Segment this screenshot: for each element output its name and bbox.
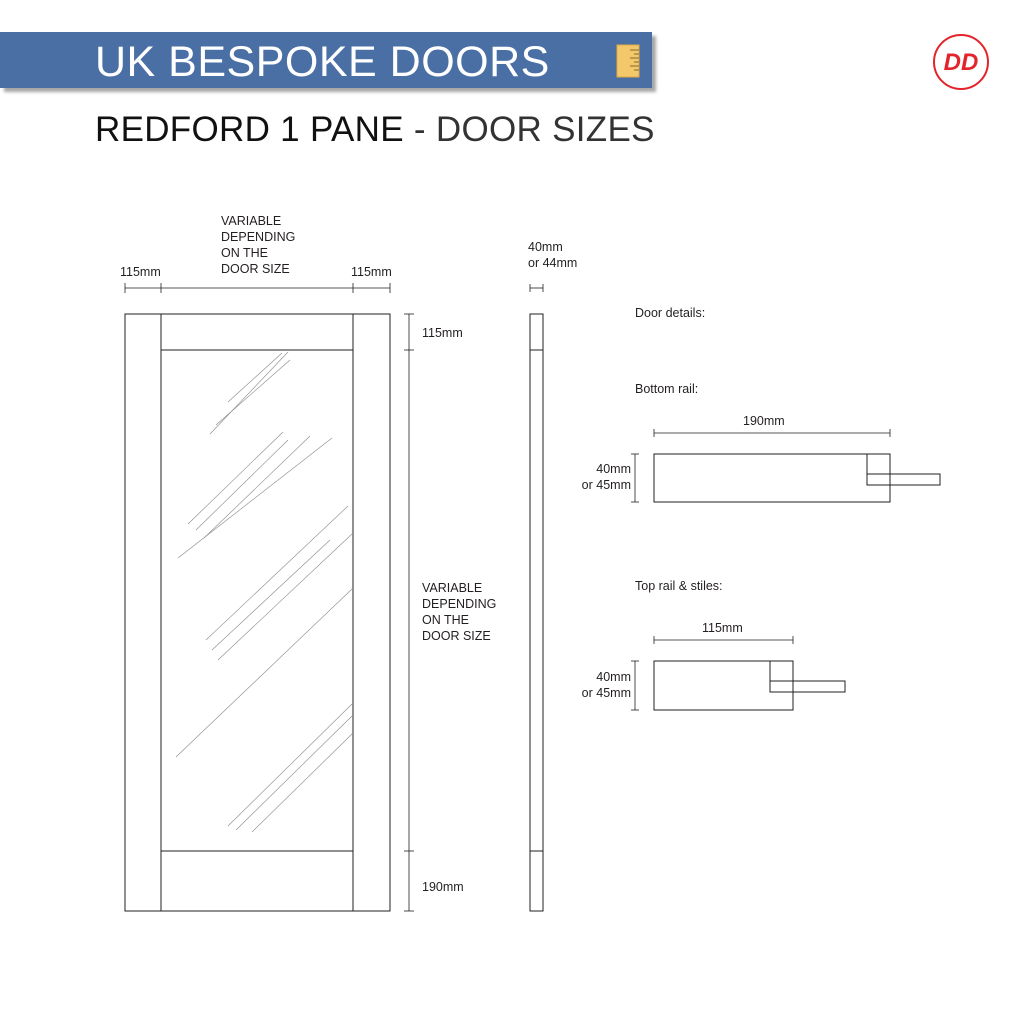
right-stile-label: 115mm [351,265,392,279]
glass-reflection [175,351,353,833]
top-rail-thickness-label: 40mm or 45mm [581,670,631,700]
bottom-rail-title: Bottom rail: [635,382,699,396]
side-view-outline [529,313,544,912]
top-rail-label: 115mm [422,326,463,340]
left-stile-label: 115mm [120,265,161,279]
banner-title: UK BESPOKE DOORS [95,38,550,86]
title-suffix: DOOR SIZES [435,110,655,149]
bottom-rail-label: 190mm [422,880,464,894]
bottom-rail-section [653,453,941,503]
door-outline [124,313,391,912]
ruler-icon [616,44,640,78]
details-heading: Door details: [635,306,706,320]
top-rail-width-label: 115mm [702,621,743,635]
bottom-rail-width-label: 190mm [743,414,785,428]
top-rail-title: Top rail & stiles: [635,579,723,593]
logo-text: DD [944,49,979,76]
top-rail-section [653,660,846,711]
width-variable-label: VARIABLE DEPENDING ON THE DOOR SIZE [221,214,296,276]
title-separator: - [403,110,436,149]
page-title: REDFORD 1 PANE - DOOR SIZES [95,110,655,150]
product-name: REDFORD 1 PANE [95,110,404,149]
bottom-rail-thickness-label: 40mm or 45mm [581,462,631,492]
brand-logo: DD [933,34,989,90]
header-banner: UK BESPOKE DOORS [0,32,652,88]
height-variable-label: VARIABLE DEPENDING ON THE DOOR SIZE [422,581,497,643]
side-thickness-label: 40mm or 44mm [528,240,578,270]
